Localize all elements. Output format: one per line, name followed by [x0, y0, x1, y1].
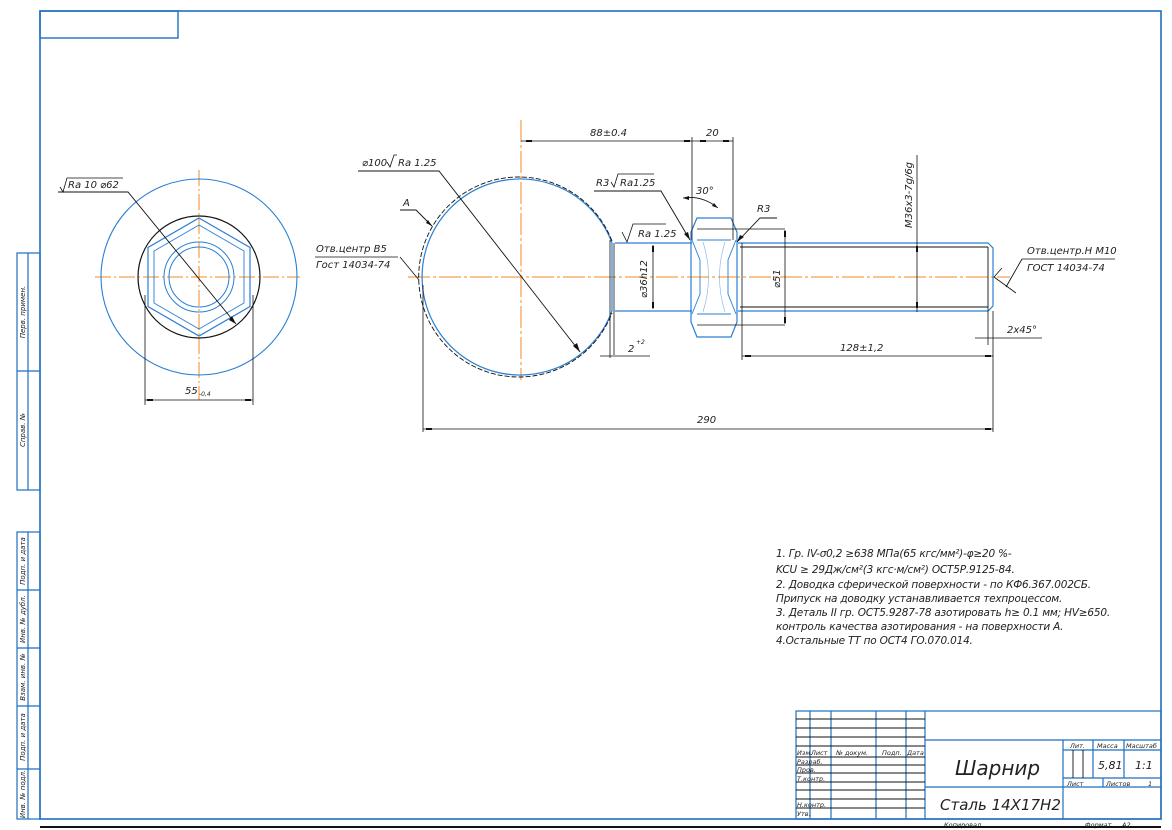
- overall-length-label: 290: [697, 415, 716, 426]
- fillet-r3-left-roughness: Ra1.25: [620, 178, 655, 189]
- drawing-title: Шарнир: [955, 756, 1040, 780]
- center-hole-right-label-2: ГОСТ 14034-74: [1027, 263, 1105, 274]
- title-block-header: Подп.: [882, 749, 902, 757]
- format-value: A2: [1121, 821, 1131, 829]
- scale-value: 1:1: [1135, 759, 1153, 772]
- collar-diameter-label: ⌀51: [772, 269, 783, 288]
- side-stamp-label: Подп. и дата: [19, 713, 27, 761]
- end-view-width-tolerance: -0,4: [199, 391, 211, 398]
- center-hole-right-label-1: Отв.центр.Н М10: [1027, 246, 1117, 257]
- side-stamp-label: Инв. № дубл.: [19, 595, 27, 643]
- roughness-symbol: [59, 177, 123, 193]
- center-hole-left-label-2: Гост 14034-74: [316, 260, 390, 271]
- material-label: Сталь 14Х17Н2: [940, 796, 1061, 814]
- mass-value: 5,81: [1098, 759, 1123, 772]
- copied-label: Копировал: [944, 821, 981, 829]
- title-block-role: Пров.: [797, 766, 816, 774]
- note-line: 1. Гр. IV-σ0,2 ≥638 МПа(65 кгс/мм²)-φ≥20…: [776, 548, 1012, 560]
- length-88-label: 88±0.4: [590, 128, 627, 139]
- length-20-label: 20: [706, 128, 719, 139]
- title-block-role: Н.контр.: [797, 801, 826, 809]
- fillet-r3-right-label: R3: [757, 204, 770, 215]
- center-hole-left-label-1: Отв.центр В5: [316, 244, 387, 255]
- note-line: 4.Остальные ТТ по ОСТ4 ГО.070.014.: [776, 635, 973, 647]
- note-line: 3. Деталь II гр. ОСТ5.9287-78 азотироват…: [776, 607, 1110, 619]
- title-block-header: Лист: [810, 749, 828, 757]
- hex-outline: [147, 217, 251, 337]
- thread-shank: [738, 242, 994, 312]
- mass-label: Масса: [1097, 742, 1118, 750]
- main-view: ⌀100 Ra 1.25 A Отв.центр В5 Гост 14034-7…: [315, 120, 1117, 432]
- end-view: Ra 10 ⌀62 55 -0,4: [58, 170, 300, 405]
- title-block: [795, 710, 1162, 820]
- title-block-role: Разраб.: [797, 758, 823, 766]
- thread-length-label: 128±1,2: [840, 343, 883, 354]
- side-stamp-upper: [16, 252, 41, 491]
- collar-circle: [137, 215, 261, 339]
- neck-circle: [163, 241, 235, 313]
- side-stamp-label: Инв. № подл.: [19, 770, 27, 818]
- end-view-roughness-label: Ra 10 ⌀62: [68, 180, 119, 191]
- format-label: Формат: [1085, 821, 1112, 829]
- side-stamp-label: Подп. и дата: [19, 537, 27, 585]
- side-stamp-label: Взам. инв. №: [19, 653, 27, 701]
- thread-label: M36x3-7g/6g: [904, 162, 915, 228]
- sheets-count: 1: [1148, 780, 1152, 788]
- neck-roughness-label: Ra 1.25: [638, 229, 677, 240]
- sphere-outline: [100, 178, 298, 376]
- chamfer-label: 2x45°: [1007, 325, 1037, 336]
- note-line: 2. Доводка сферической поверхности - по …: [776, 579, 1091, 591]
- surface-a-label: A: [402, 198, 410, 209]
- sphere-allowance: [418, 176, 613, 378]
- thread-circle: [168, 246, 230, 308]
- side-stamp-label: Справ. №: [19, 413, 27, 447]
- title-block-role: Утв.: [797, 810, 811, 818]
- angle-30-label: 30°: [696, 186, 714, 197]
- neck-length-label: 2: [628, 344, 634, 355]
- side-stamp-label: Перв. примен.: [19, 286, 27, 339]
- title-block-header: Дата: [906, 749, 924, 757]
- technical-requirements: 1. Гр. IV-σ0,2 ≥638 МПа(65 кгс/мм²)-φ≥20…: [776, 546, 1110, 648]
- roughness-symbol: [621, 223, 666, 244]
- sphere-diameter-label: ⌀100: [362, 158, 387, 169]
- lit-label: Лит.: [1069, 742, 1085, 750]
- note-line: Припуск на доводку устанавливается техпр…: [776, 593, 1063, 605]
- fillet-r3-left-label: R3: [596, 178, 609, 189]
- end-view-width-label: 55: [185, 386, 198, 397]
- title-block-header: № докум.: [835, 749, 868, 757]
- title-block-role: Т.контр.: [797, 775, 825, 783]
- neck-diameter-label: ⌀36h12: [639, 260, 650, 298]
- note-line: контроль качества азотирования - на пове…: [776, 621, 1064, 633]
- note-line: KCU ≥ 29Дж/см²(3 кгс·м/см²) ОСТ5Р.9125-8…: [776, 564, 1015, 576]
- sheet-label: Лист: [1066, 780, 1084, 788]
- sphere-contour: [421, 178, 613, 376]
- sphere-roughness-label: Ra 1.25: [398, 158, 437, 169]
- hex-inner: [153, 224, 245, 330]
- scale-label: Масштаб: [1126, 742, 1157, 750]
- neck-length-tolerance: +2: [636, 339, 645, 346]
- top-left-stamp: [39, 10, 179, 39]
- sheets-label: Листов: [1105, 780, 1130, 788]
- side-stamp-lower: [16, 531, 41, 820]
- title-block-header: Изм.: [797, 749, 812, 757]
